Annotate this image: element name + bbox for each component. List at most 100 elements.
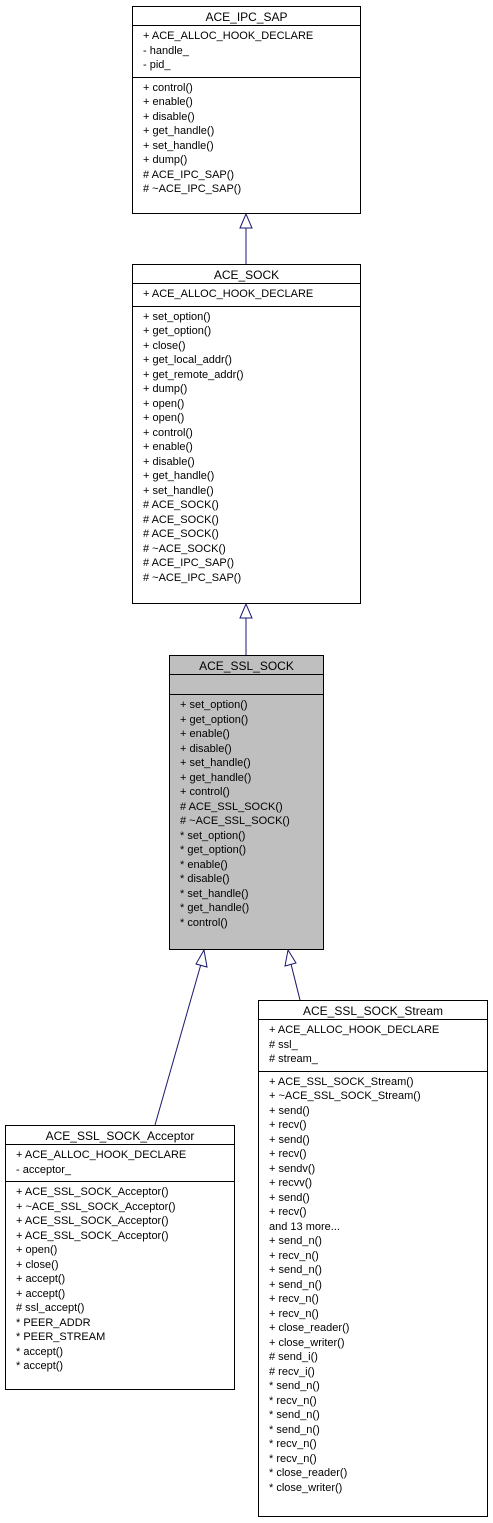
- method-row: + get_local_addr(): [143, 354, 232, 366]
- method-row: + send(): [269, 1104, 310, 1117]
- method-row: + set_handle(): [143, 484, 214, 497]
- method-row: + dump(): [143, 383, 188, 395]
- method-row: + close(): [143, 339, 186, 352]
- method-row: + recvv(): [269, 1177, 313, 1189]
- method-row: + ACE_SSL_SOCK_Acceptor(): [16, 1186, 169, 1198]
- method-row: + set_option(): [180, 699, 248, 711]
- method-row: * enable(): [180, 858, 228, 871]
- method-row: # ACE_SOCK(): [143, 513, 219, 526]
- method-row: + get_remote_addr(): [143, 368, 244, 381]
- method-row: + get_handle(): [143, 125, 215, 137]
- attribute-row: + ACE_ALLOC_HOOK_DECLARE: [269, 1024, 440, 1036]
- method-row: + set_handle(): [143, 139, 214, 152]
- attribute-row: - pid_: [143, 59, 171, 71]
- method-row: + accept(): [16, 1287, 66, 1300]
- method-row: # recv_i(): [269, 1365, 315, 1378]
- method-row: * send_n(): [269, 1409, 320, 1421]
- method-row: * PEER_STREAM: [16, 1331, 106, 1343]
- method-row: # ~ACE_SSL_SOCK(): [180, 815, 290, 827]
- method-row: + recv_n(): [269, 1307, 319, 1320]
- attribute-row: + ACE_ALLOC_HOOK_DECLARE: [16, 1149, 187, 1161]
- method-row: + sendv(): [269, 1162, 316, 1175]
- method-row: + send(): [269, 1133, 310, 1146]
- method-row: # ~ACE_IPC_SAP(): [143, 571, 242, 584]
- attribute-row: - handle_: [143, 44, 189, 57]
- method-row: + ~ACE_SSL_SOCK_Acceptor(): [16, 1200, 176, 1213]
- method-row: + set_handle(): [180, 757, 251, 769]
- method-row: + enable(): [143, 441, 193, 453]
- method-row: + ~ACE_SSL_SOCK_Stream(): [269, 1090, 421, 1102]
- method-row: + control(): [180, 786, 230, 798]
- attribute-row: + ACE_ALLOC_HOOK_DECLARE: [143, 30, 314, 42]
- class-box-ace-ipc-sap[interactable]: ACE_IPC_SAP + ACE_ALLOC_HOOK_DECLARE - h…: [132, 6, 361, 214]
- methods-section: + set_option() + get_option() + enable()…: [170, 695, 323, 934]
- method-row: + recv_n(): [269, 1249, 319, 1262]
- class-box-ace-ssl-sock-stream[interactable]: ACE_SSL_SOCK_Stream + ACE_ALLOC_HOOK_DEC…: [258, 1000, 488, 1517]
- method-row: + send(): [269, 1191, 310, 1204]
- methods-section: + ACE_SSL_SOCK_Acceptor() + ~ACE_SSL_SOC…: [6, 1182, 234, 1378]
- attributes-section: [170, 675, 323, 695]
- method-row: + dump(): [143, 154, 188, 166]
- class-title: ACE_SOCK: [133, 265, 360, 284]
- method-row: + control(): [143, 426, 193, 439]
- method-row: * send_n(): [269, 1423, 320, 1436]
- method-row: # ACE_SOCK(): [143, 499, 219, 511]
- method-row: * get_option(): [180, 844, 247, 856]
- method-row: # ~ACE_IPC_SAP(): [143, 183, 242, 195]
- method-row: + close_reader(): [269, 1322, 350, 1334]
- edge-arrowhead: [284, 948, 297, 967]
- method-row: # ACE_IPC_SAP(): [143, 168, 235, 181]
- methods-section: + set_option() + get_option() + close() …: [133, 307, 360, 590]
- method-row: * recv_n(): [269, 1438, 317, 1450]
- attribute-row: # ssl_: [269, 1038, 298, 1051]
- class-box-ace-ssl-sock-acceptor[interactable]: ACE_SSL_SOCK_Acceptor + ACE_ALLOC_HOOK_D…: [5, 1125, 235, 1390]
- method-row: + close_writer(): [269, 1336, 345, 1349]
- method-row: + ACE_SSL_SOCK_Stream(): [269, 1075, 414, 1088]
- method-row: # ssl_accept(): [16, 1302, 85, 1314]
- method-row: + get_handle(): [143, 470, 215, 482]
- method-row: + send_n(): [269, 1278, 322, 1291]
- attribute-row: # stream_: [269, 1053, 318, 1065]
- method-row: + recv(): [269, 1119, 307, 1131]
- method-row: + recv_n(): [269, 1293, 319, 1305]
- edge-acceptor-to-ssl-sock: [154, 963, 202, 1126]
- method-row: * send_n(): [269, 1380, 320, 1392]
- method-row: * get_handle(): [180, 902, 250, 914]
- method-row: + accept(): [16, 1273, 66, 1285]
- method-row: + enable(): [180, 728, 230, 740]
- method-row: + send_n(): [269, 1264, 322, 1276]
- method-row: + disable(): [143, 455, 195, 468]
- method-row: + get_handle(): [180, 771, 252, 784]
- method-row: + disable(): [180, 742, 232, 755]
- attributes-section: + ACE_ALLOC_HOOK_DECLARE # ssl_ # stream…: [259, 1020, 487, 1072]
- method-row: + enable(): [143, 96, 193, 108]
- method-row: * close_reader(): [269, 1467, 348, 1479]
- method-row: + open(): [143, 412, 185, 424]
- more-members-link[interactable]: and 13 more...: [269, 1220, 340, 1233]
- edge-arrowhead: [239, 212, 253, 229]
- method-row: + open(): [16, 1244, 58, 1256]
- method-row: + control(): [143, 81, 193, 94]
- methods-section: + control() + enable() + disable() + get…: [133, 78, 360, 201]
- methods-section: + ACE_SSL_SOCK_Stream() + ~ACE_SSL_SOCK_…: [259, 1072, 487, 1500]
- method-row: # send_i(): [269, 1351, 318, 1363]
- method-row: + open(): [143, 397, 185, 410]
- attribute-row: + ACE_ALLOC_HOOK_DECLARE: [143, 288, 314, 300]
- method-row: * accept(): [16, 1360, 64, 1372]
- edge-arrowhead: [195, 948, 208, 968]
- method-row: + close(): [16, 1258, 59, 1271]
- class-title: ACE_SSL_SOCK_Stream: [259, 1001, 487, 1020]
- edge-stream-to-ssl-sock: [290, 963, 301, 1001]
- method-row: * set_handle(): [180, 887, 249, 900]
- method-row: + set_option(): [143, 310, 211, 323]
- method-row: * recv_n(): [269, 1394, 317, 1407]
- method-row: + disable(): [143, 110, 195, 123]
- method-row: * set_option(): [180, 829, 246, 842]
- method-row: + recv(): [269, 1206, 307, 1218]
- method-row: + ACE_SSL_SOCK_Acceptor(): [16, 1215, 169, 1227]
- class-box-ace-ssl-sock[interactable]: ACE_SSL_SOCK + set_option() + get_option…: [169, 655, 324, 950]
- class-title: ACE_SSL_SOCK_Acceptor: [6, 1126, 234, 1145]
- method-row: + ACE_SSL_SOCK_Acceptor(): [16, 1229, 169, 1242]
- class-box-ace-sock[interactable]: ACE_SOCK + ACE_ALLOC_HOOK_DECLARE + set_…: [132, 264, 361, 604]
